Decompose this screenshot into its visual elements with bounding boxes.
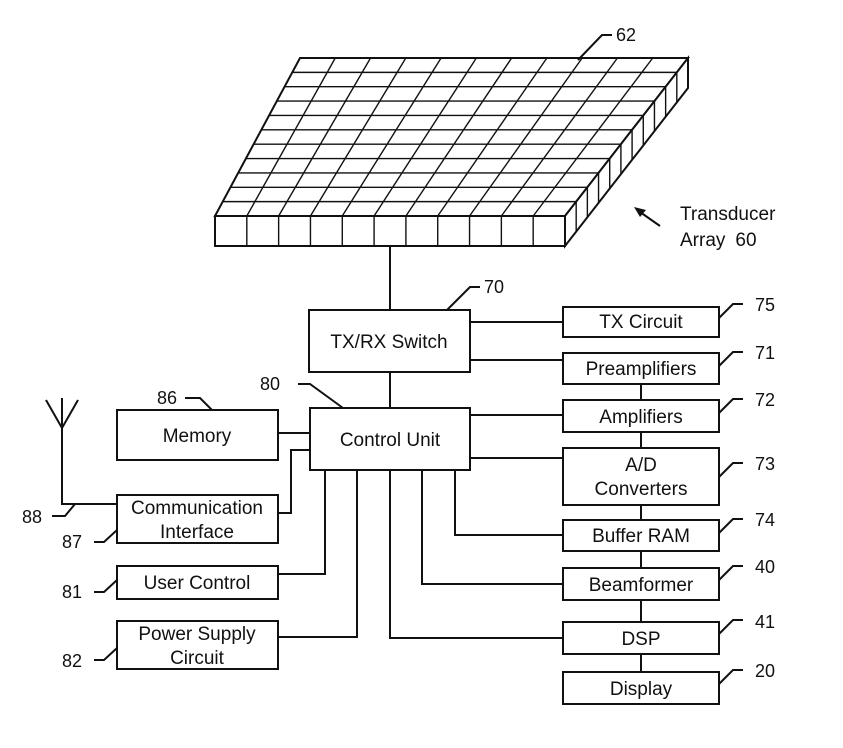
beamformer-label: Beamformer [589,575,694,596]
dsp-ref: 41 [755,612,775,632]
txrx-switch-label: TX/RX Switch [330,332,447,353]
transducer-label-ref: 60 [735,230,756,251]
user-control-leader [94,580,117,592]
tx-circuit-ref: 75 [755,295,775,315]
memory-ref: 86 [157,388,177,408]
preamplifiers-block: Preamplifiers 71 [563,343,775,384]
beamformer-leader [719,566,743,580]
comm-interface-ref: 87 [62,532,82,552]
transducer-array-label: Transducer Array 60 [634,204,776,251]
antenna-icon [46,398,78,428]
wire-power-control [278,470,357,637]
antenna-left-arm [46,400,62,428]
tx-circuit-leader [719,304,743,318]
antenna-ref-88: 88 [22,504,75,527]
power-supply-label-line1: Power Supply [138,624,256,645]
memory-label: Memory [163,426,232,447]
ad-converters-label-line2: Converters [595,479,688,500]
amplifiers-ref: 72 [755,390,775,410]
display-leader [719,670,743,684]
user-control-block: User Control 81 [62,566,278,602]
user-control-label: User Control [144,573,251,594]
antenna-right-arm [62,400,78,428]
buffer-ram-label: Buffer RAM [592,526,690,547]
display-ref: 20 [755,661,775,681]
transducer-array [215,58,688,246]
power-supply-block: Power Supply Circuit 82 [62,621,278,671]
txrx-switch-ref: 70 [484,277,504,297]
wire-user-control [278,470,325,574]
memory-leader [185,398,212,410]
control-unit-leader [298,384,343,408]
dsp-label: DSP [621,629,660,650]
dsp-leader [719,620,743,634]
antenna-leader [52,504,75,516]
buffer-ram-ref: 74 [755,510,775,530]
preamplifiers-ref: 71 [755,343,775,363]
transducer-label-line1: Transducer [680,204,776,225]
buffer-ram-leader [719,519,743,533]
display-label: Display [610,679,673,700]
wire-control-buffer [455,470,563,535]
control-unit-label: Control Unit [340,430,441,451]
control-unit-ref: 80 [260,374,280,394]
tx-circuit-label: TX Circuit [599,312,683,333]
display-block: Display 20 [563,661,775,704]
wire-comm-control [278,450,310,513]
preamplifiers-leader [719,352,743,366]
wire-control-dsp [390,470,563,638]
comm-interface-label-line1: Communication [131,498,263,519]
ad-converters-block: A/D Converters 73 [563,448,775,505]
array-ref-62: 62 [578,25,636,60]
ad-converters-label-line1: A/D [625,455,657,476]
ad-converters-ref: 73 [755,454,775,474]
amplifiers-label: Amplifiers [599,407,682,428]
beamformer-ref: 40 [755,557,775,577]
beamformer-block: Beamformer 40 [563,557,775,600]
power-supply-ref: 82 [62,651,82,671]
preamplifiers-label: Preamplifiers [586,359,697,380]
power-supply-label-line2: Circuit [170,648,225,669]
transducer-label-array: Array [680,230,726,251]
array-ref-number: 62 [616,25,636,45]
comm-interface-leader [94,530,117,542]
antenna-ref: 88 [22,507,42,527]
wire-control-beamformer [422,470,563,584]
array-front-face [215,216,565,246]
amplifiers-leader [719,399,743,413]
transducer-label-line2: Array 60 [680,230,757,251]
comm-interface-label-line2: Interface [160,522,234,543]
amplifiers-block: Amplifiers 72 [563,390,775,432]
array-top-face [215,58,688,216]
user-control-ref: 81 [62,582,82,602]
memory-block: Memory 86 [117,388,278,460]
wire-antenna-comm [62,428,117,504]
buffer-ram-block: Buffer RAM 74 [563,510,775,551]
txrx-switch-leader [447,287,480,310]
tx-circuit-block: TX Circuit 75 [563,295,775,337]
ad-converters-leader [719,463,743,477]
power-supply-leader [94,648,117,660]
transducer-arrow-shaft [640,212,660,226]
array-leader [578,35,612,60]
txrx-switch-block: TX/RX Switch 70 [309,277,504,372]
dsp-block: DSP 41 [563,612,775,654]
